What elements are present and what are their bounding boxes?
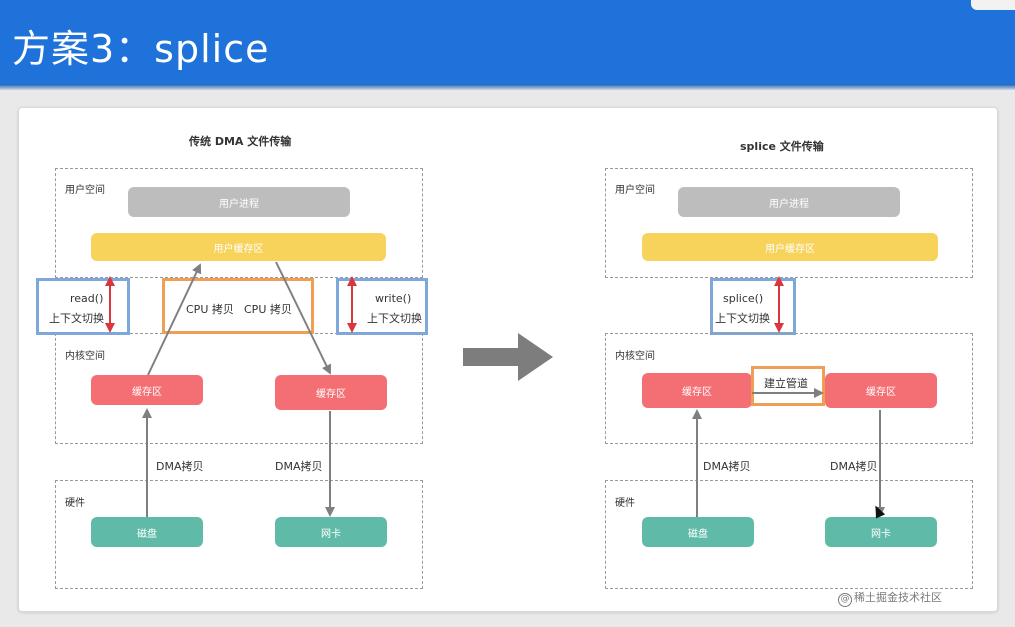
site-watermark: @稀土掘金技术社区 — [838, 589, 942, 607]
header-corner — [971, 0, 1015, 10]
right-pipe-box — [751, 366, 825, 406]
right-hardware-label: 硬件 — [615, 498, 635, 509]
left-read-call: read() — [70, 292, 104, 305]
right-disk: 磁盘 — [642, 517, 754, 547]
right-splice-switch: 上下文切换 — [715, 312, 770, 325]
right-user-space-label: 用户空间 — [615, 185, 655, 196]
left-diagram-title: 传统 DMA 文件传输 — [189, 135, 292, 148]
left-cpu-copy-1: CPU 拷贝 — [186, 303, 234, 316]
right-kernel-buffer-1: 缓存区 — [642, 373, 752, 408]
at-icon: @ — [838, 593, 852, 607]
slide-header — [0, 0, 1015, 88]
left-write-call: write() — [375, 292, 412, 305]
left-kernel-buffer-2: 缓存区 — [275, 375, 387, 410]
right-pipe-label: 建立管道 — [764, 377, 808, 390]
left-kernel-space-label: 内核空间 — [65, 351, 105, 362]
left-hardware-zone — [55, 480, 423, 589]
site-watermark-text: 稀土掘金技术社区 — [854, 591, 942, 604]
left-dma-copy-2: DMA拷贝 — [275, 460, 323, 473]
left-disk: 磁盘 — [91, 517, 203, 547]
left-write-switch-box — [336, 278, 428, 335]
right-hardware-zone — [605, 480, 973, 589]
left-user-process: 用户进程 — [128, 187, 350, 217]
left-user-buffer: 用户缓存区 — [91, 233, 386, 261]
left-cpu-copy-2: CPU 拷贝 — [244, 303, 292, 316]
right-kernel-space-label: 内核空间 — [615, 351, 655, 362]
slide-title: 方案3：splice — [12, 27, 270, 71]
right-dma-copy-1: DMA拷贝 — [703, 460, 751, 473]
left-user-space-zone — [55, 168, 423, 278]
left-nic: 网卡 — [275, 517, 387, 547]
header-shadow — [0, 84, 1015, 90]
right-kernel-buffer-2: 缓存区 — [825, 373, 937, 408]
right-splice-switch-box — [710, 278, 796, 335]
right-user-space-zone — [605, 168, 973, 278]
left-dma-copy-1: DMA拷贝 — [156, 460, 204, 473]
left-hardware-label: 硬件 — [65, 498, 85, 509]
right-nic: 网卡 — [825, 517, 937, 547]
right-dma-copy-2: DMA拷贝 — [830, 460, 878, 473]
left-read-switch-box — [36, 278, 130, 335]
right-user-buffer: 用户缓存区 — [642, 233, 938, 261]
right-kernel-space-zone — [605, 333, 973, 444]
left-write-switch: 上下文切换 — [367, 312, 422, 325]
left-read-switch: 上下文切换 — [49, 312, 104, 325]
right-splice-call: splice() — [723, 292, 764, 305]
right-user-process: 用户进程 — [678, 187, 900, 217]
left-kernel-buffer-1: 缓存区 — [91, 375, 203, 405]
right-diagram-title: splice 文件传输 — [740, 140, 824, 153]
left-user-space-label: 用户空间 — [65, 185, 105, 196]
